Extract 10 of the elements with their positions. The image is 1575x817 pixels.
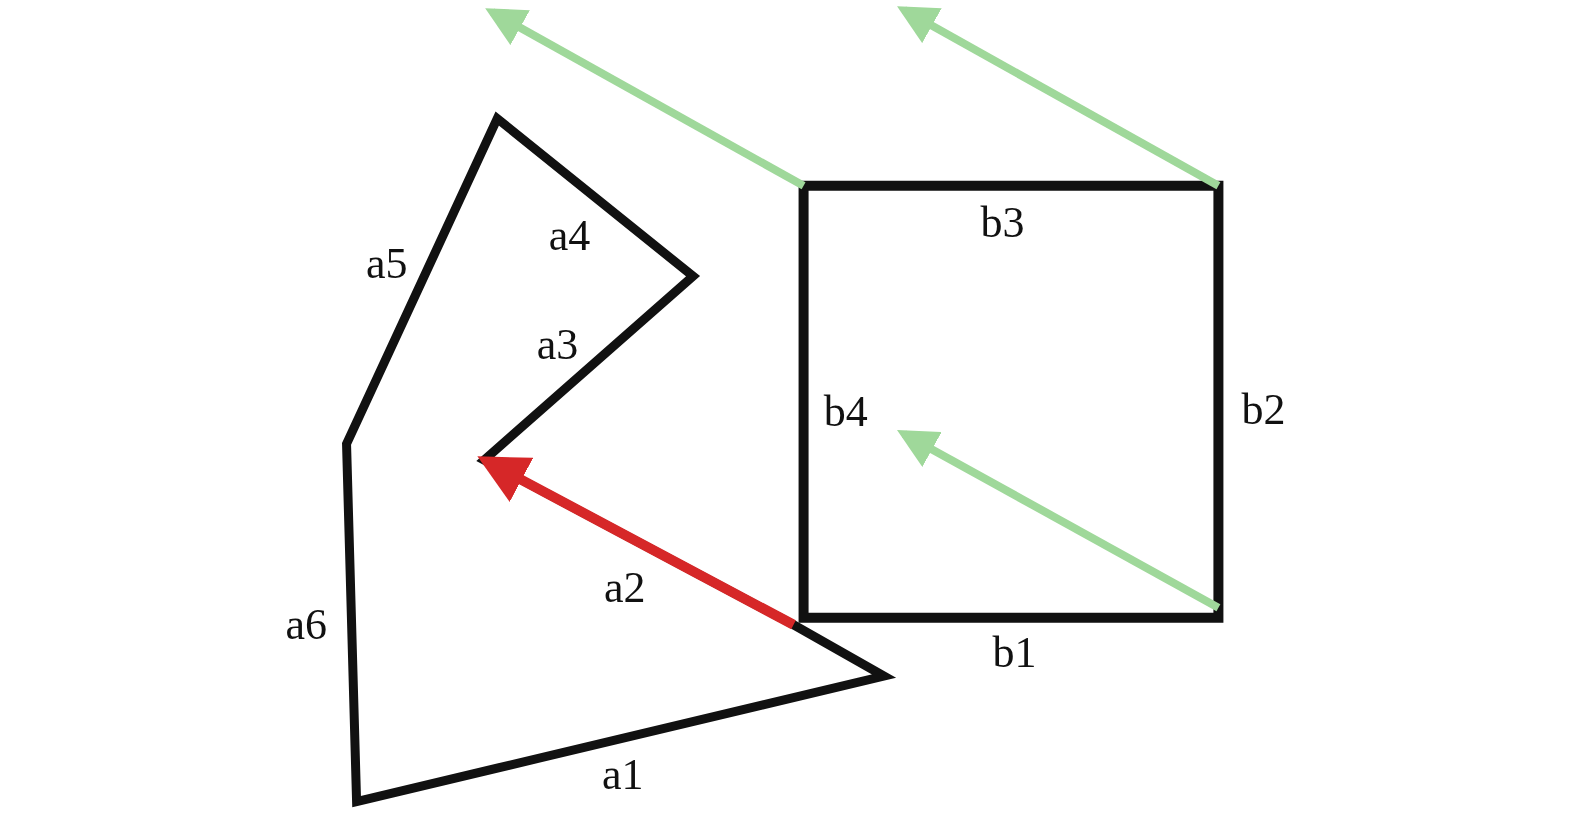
side-label: a4	[548, 214, 591, 259]
side-label: a5	[365, 242, 408, 287]
side-label: a6	[285, 602, 328, 647]
side-label: b4	[823, 389, 868, 434]
side-label: b1	[992, 630, 1037, 675]
side-label: a2	[604, 565, 646, 610]
side-label: b3	[980, 201, 1025, 245]
side-label: b2	[1241, 387, 1286, 432]
side-label: a3	[536, 322, 579, 367]
side-label: a1	[602, 753, 644, 798]
